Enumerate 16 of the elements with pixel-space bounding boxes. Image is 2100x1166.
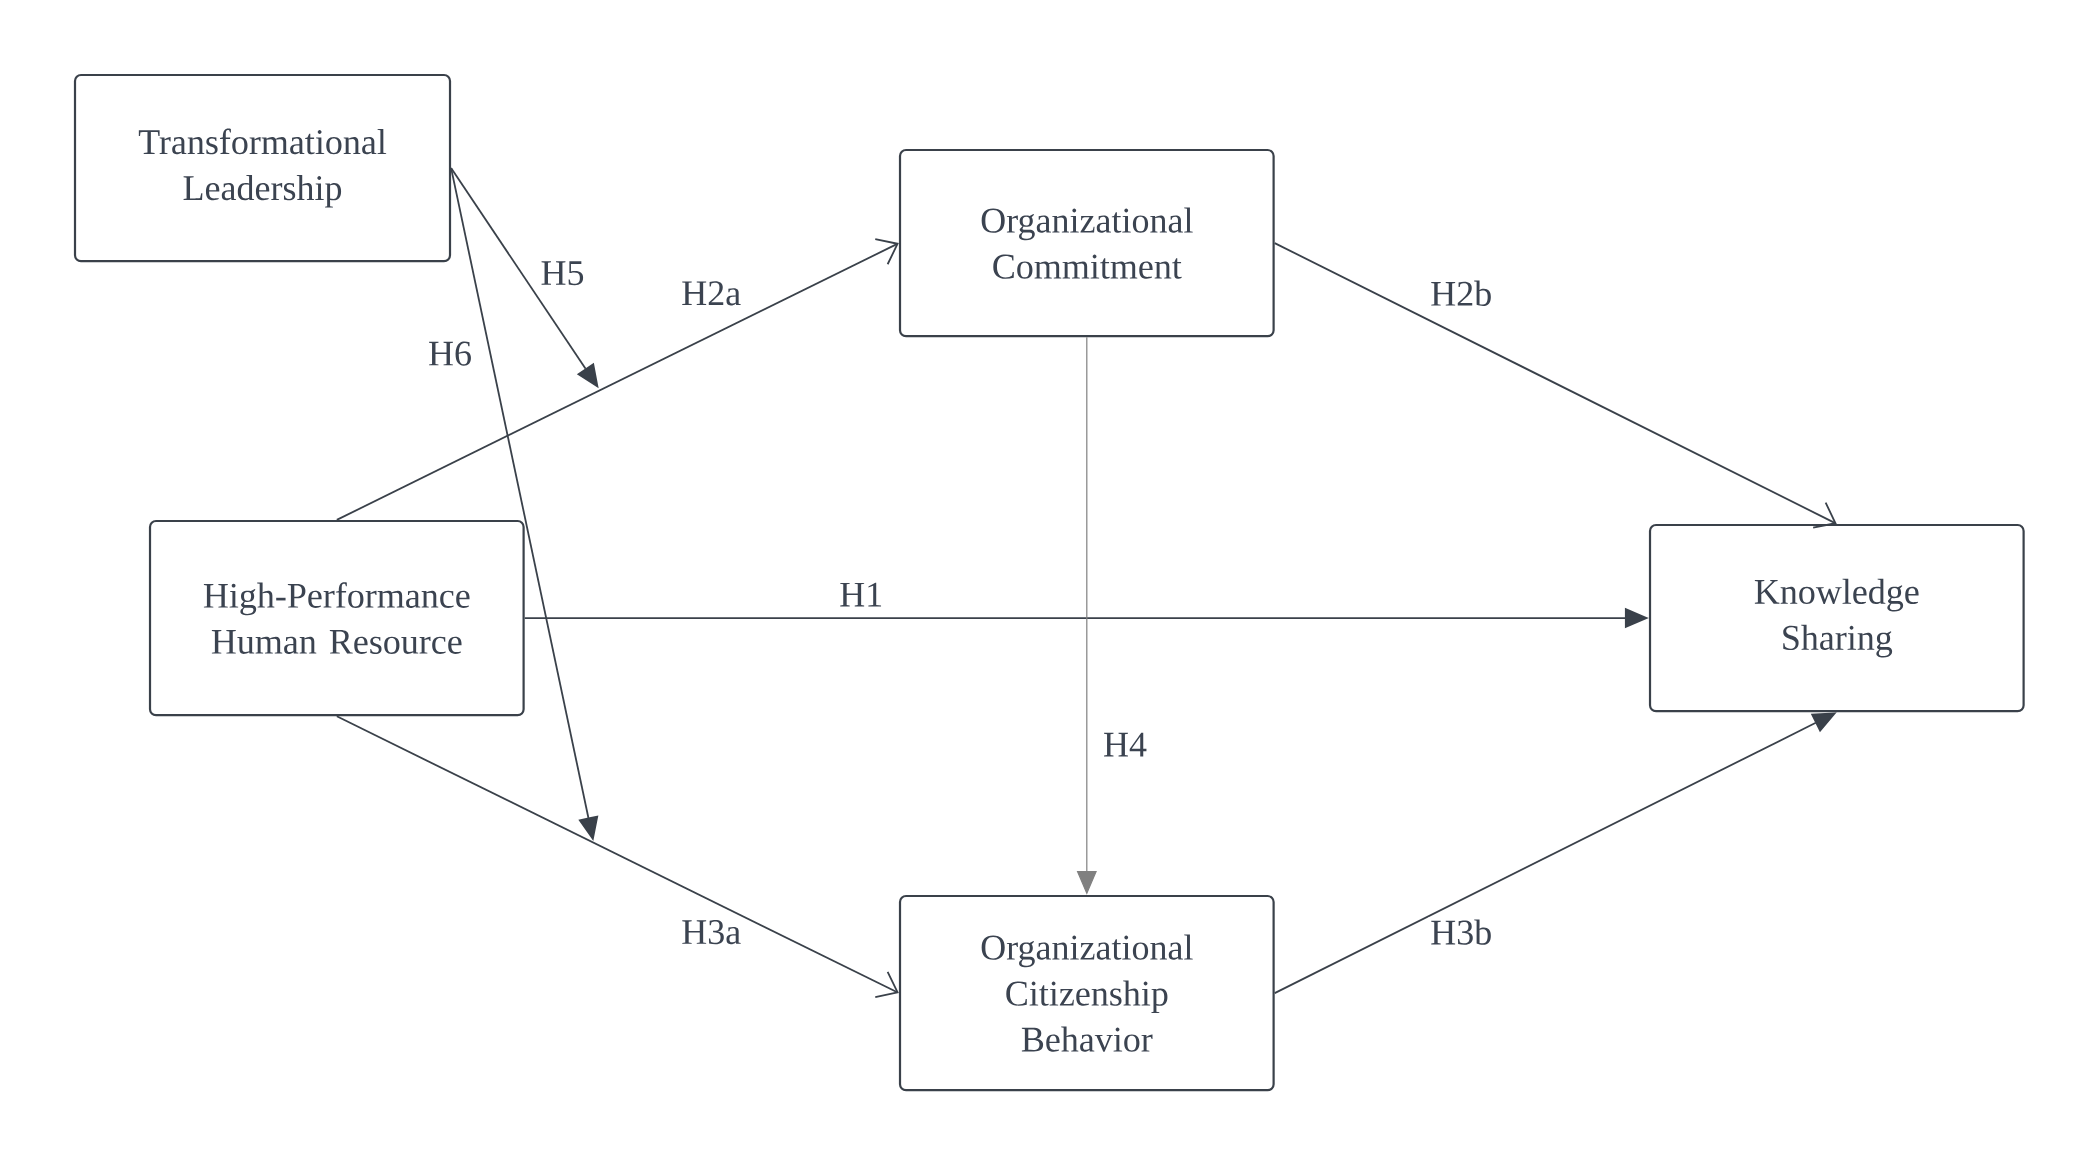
arrow: [1273, 242, 1837, 529]
edge-label: H4: [1101, 730, 1149, 759]
edge-label: H2a: [679, 279, 744, 308]
concept-box: Knowledge Sharing: [1648, 523, 2025, 713]
edge-label: H3a: [679, 918, 744, 947]
arrow: [335, 238, 899, 521]
arrow: [335, 715, 899, 998]
edge-label: H2b: [1428, 278, 1495, 308]
concept-box: High-Performance Human Resource: [148, 519, 525, 717]
edge-label: H3b: [1428, 917, 1495, 947]
edge-label: H1: [837, 580, 886, 609]
concept-box: Organizational Commitment: [898, 148, 1275, 338]
concept-box: Organizational Citizenship Behavior: [898, 894, 1275, 1092]
edge-label: H5: [538, 259, 587, 288]
edge-label: H6: [426, 339, 474, 368]
concept-box: Transformational Leadership: [73, 73, 452, 263]
